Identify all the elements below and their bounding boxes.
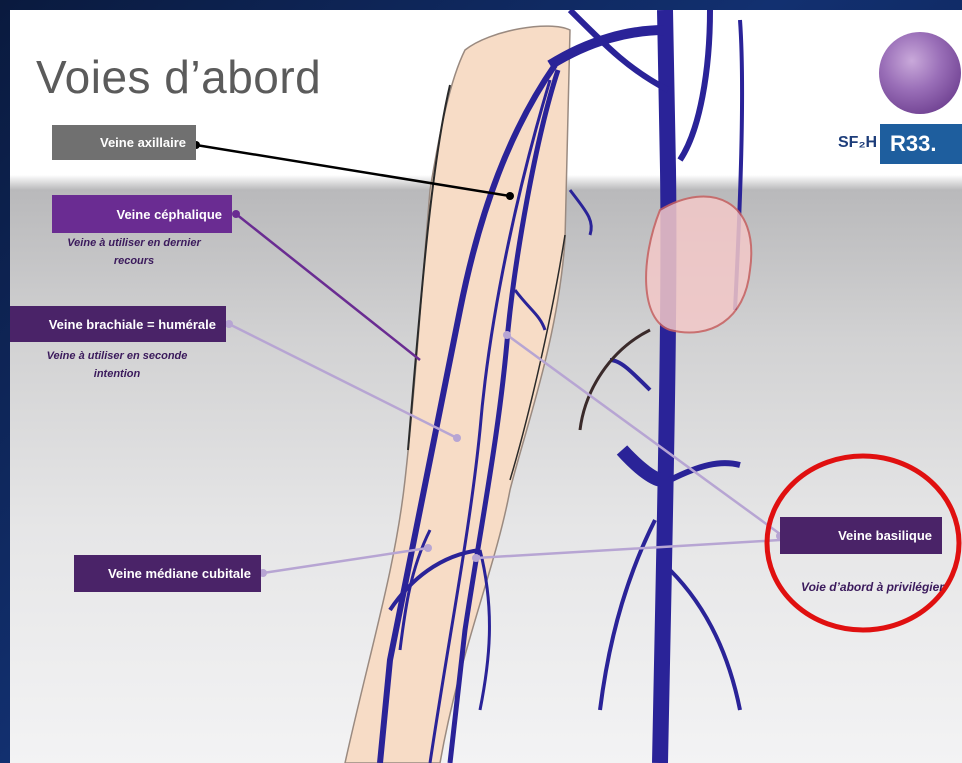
label-veine-cephalique: Veine céphalique	[52, 195, 232, 233]
label-veine-mediane-cubitale: Veine médiane cubitale	[74, 555, 261, 592]
label-text: Veine axillaire	[100, 135, 186, 150]
vein-branch	[680, 10, 710, 160]
central-vein-trunk	[660, 10, 668, 763]
logo-circle	[879, 32, 961, 114]
label-text: Veine brachiale = humérale	[49, 317, 216, 332]
vein-branch	[610, 360, 650, 390]
label-text: Veine médiane cubitale	[108, 566, 251, 581]
leader-dot-basilique-lower	[472, 554, 480, 562]
leader-basilique-upper	[507, 335, 780, 534]
vein-branch	[622, 450, 662, 480]
slide: Voies d’abord Veine axillaire Veine céph…	[10, 10, 962, 763]
slide-title: Voies d’abord	[36, 50, 321, 104]
leader-basilique-lower	[476, 540, 780, 558]
leader-dot-brachiale	[225, 320, 233, 328]
r33-badge: R33.	[880, 124, 962, 164]
vein-anatomy-illustration	[10, 10, 962, 763]
leader-dot-basilique-upper	[503, 331, 511, 339]
leader-dot-brachiale-end	[453, 434, 461, 442]
vein-branch	[670, 570, 740, 710]
vein-branch	[570, 190, 591, 235]
organ-outline	[646, 197, 751, 333]
leader-dot-axillaire-end	[506, 192, 514, 200]
label-veine-basilique: Veine basilique	[780, 517, 942, 554]
leader-cephalique	[236, 214, 420, 360]
vein-branch	[670, 463, 740, 480]
arm-skin	[345, 26, 570, 763]
note-brachiale: Veine à utiliser en seconde intention	[24, 347, 210, 383]
leader-dot-mediane-end	[424, 544, 432, 552]
leader-dot-cephalique	[232, 210, 240, 218]
label-text: Veine basilique	[838, 528, 932, 543]
label-veine-axillaire: Veine axillaire	[52, 125, 196, 160]
note-cephalique: Veine à utiliser en dernier recours	[54, 234, 214, 270]
note-basilique: Voie d’abord à privilégier	[790, 578, 955, 596]
label-veine-brachiale: Veine brachiale = humérale	[10, 306, 226, 342]
label-text: Veine céphalique	[117, 207, 223, 222]
sf2h-logo: SF₂H	[838, 134, 877, 152]
